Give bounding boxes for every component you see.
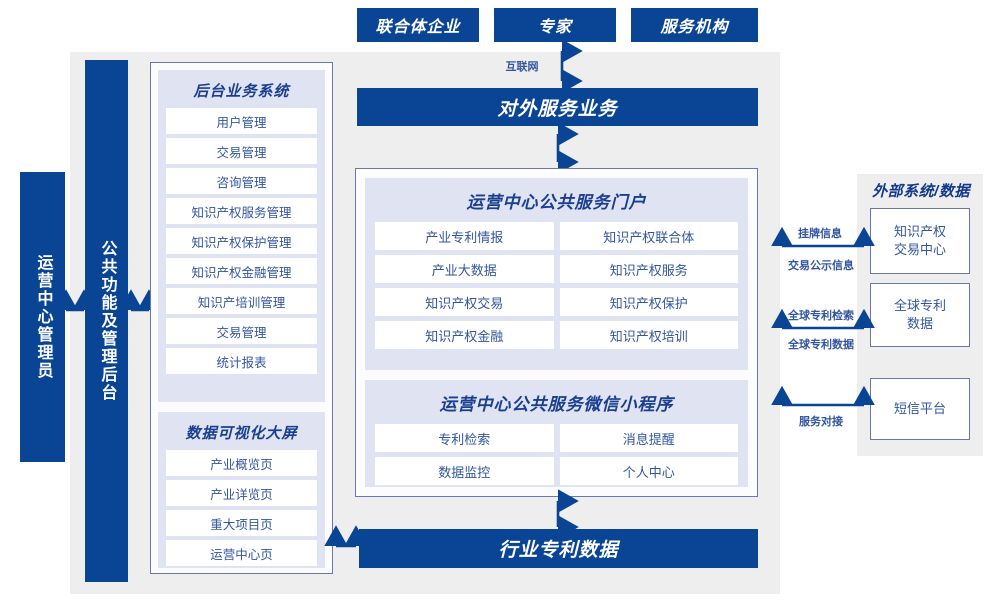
common-backend-label: 公共功能及管理后台 — [98, 240, 116, 402]
portal-to-industry-data-arrow — [556, 489, 579, 539]
backend-tile[interactable]: 交易管理 — [166, 138, 317, 164]
backend-tile[interactable]: 知识产权金融管理 — [166, 258, 317, 284]
modules-to-industry-data-arrow — [324, 525, 368, 548]
data-visualization-tiles: 产业概览页 产业详览页 重大项目页 运营中心页 — [166, 450, 317, 566]
role-operation-center-admin[interactable]: 运营中心管理员 — [20, 172, 65, 462]
connection-label-below-3: 服务对接 — [776, 413, 866, 429]
internet-label: 互联网 — [492, 58, 552, 74]
portal-wrapper: 运营中心公共服务门户 产业专利情报 知识产权联合体 产业大数据 知识产权服务 知… — [355, 168, 758, 497]
backend-tile[interactable]: 知识产权服务管理 — [166, 198, 317, 224]
portal-tile[interactable]: 知识产权金融 — [375, 321, 554, 349]
top-actor-box-3[interactable]: 服务机构 — [631, 8, 758, 42]
external-service-label: 对外服务业务 — [497, 98, 618, 120]
portal-tile[interactable]: 知识产权联合体 — [559, 222, 738, 250]
portal-tile[interactable]: 知识产权交易 — [375, 288, 554, 316]
external-system-box-3[interactable]: 短信平台 — [870, 378, 970, 440]
top-actor-label: 专家 — [537, 19, 572, 36]
industry-data-label: 行业专利数据 — [498, 540, 619, 561]
data-visualization-group: 数据可视化大屏 产业概览页 产业详览页 重大项目页 运营中心页 — [158, 412, 325, 568]
backend-tile[interactable]: 交易管理 — [166, 318, 317, 344]
external-line-2: 数据 — [906, 316, 933, 331]
role-label: 运营中心管理员 — [34, 254, 52, 380]
top-actor-box-2[interactable]: 专家 — [494, 8, 616, 42]
internet-arrow — [560, 39, 583, 93]
mini-program-group: 运营中心公共服务微信小程序 专利检索 消息提醒 数据监控 个人中心 — [365, 380, 748, 487]
portal-tile[interactable]: 知识产权服务 — [559, 255, 738, 283]
external-service-bar[interactable]: 对外服务业务 — [357, 88, 758, 126]
data-visualization-title: 数据可视化大屏 — [185, 425, 298, 442]
backend-tile[interactable]: 知识产权保护管理 — [166, 228, 317, 254]
external-system-box-2[interactable]: 全球专利 数据 — [870, 283, 970, 347]
dataviz-tile[interactable]: 运营中心页 — [166, 540, 317, 566]
top-actor-label: 联合体企业 — [375, 19, 461, 36]
backend-system-title: 后台业务系统 — [193, 83, 290, 100]
miniprogram-tile[interactable]: 个人中心 — [559, 457, 738, 485]
external-system-label: 短信平台 — [893, 401, 946, 417]
top-actor-label: 服务机构 — [660, 19, 729, 36]
mini-program-title: 运营中心公共服务微信小程序 — [439, 395, 674, 414]
external-system-box-1[interactable]: 知识产权 交易中心 — [870, 208, 970, 274]
portal-tiles: 产业专利情报 知识产权联合体 产业大数据 知识产权服务 知识产权交易 知识产权保… — [375, 222, 738, 349]
dataviz-tile[interactable]: 重大项目页 — [166, 510, 317, 536]
dataviz-tile[interactable]: 产业详览页 — [166, 480, 317, 506]
backend-tile[interactable]: 统计报表 — [166, 348, 317, 374]
portal-group: 运营中心公共服务门户 产业专利情报 知识产权联合体 产业大数据 知识产权服务 知… — [365, 178, 748, 370]
portal-title: 运营中心公共服务门户 — [466, 193, 647, 212]
external-line-1: 知识产权 — [893, 224, 946, 240]
miniprogram-tile[interactable]: 数据监控 — [375, 457, 554, 485]
backend-to-modules-arrow — [119, 289, 161, 312]
external-line-2: 交易中心 — [893, 242, 946, 257]
external-connection-arrow-2 — [771, 308, 875, 330]
connection-text: 服务对接 — [799, 416, 843, 428]
backend-tile[interactable]: 咨询管理 — [166, 168, 317, 194]
dataviz-tile[interactable]: 产业概览页 — [166, 450, 317, 476]
backend-system-group: 后台业务系统 用户管理 交易管理 咨询管理 知识产权服务管理 知识产权保护管理 … — [158, 70, 325, 402]
backend-tile[interactable]: 用户管理 — [166, 108, 317, 134]
external-system-label: 知识产权 交易中心 — [894, 223, 946, 258]
connection-text: 全球专利数据 — [788, 339, 854, 351]
left-modules-wrapper: 后台业务系统 用户管理 交易管理 咨询管理 知识产权服务管理 知识产权保护管理 … — [150, 62, 333, 574]
connection-text: 交易公示信息 — [788, 260, 854, 272]
external-line-1: 全球专利 — [893, 298, 946, 314]
backend-tile[interactable]: 知识产培训管理 — [166, 288, 317, 314]
external-systems-title: 外部系统/数据 — [855, 180, 987, 201]
common-function-backend-bar[interactable]: 公共功能及管理后台 — [85, 60, 128, 582]
portal-tile[interactable]: 知识产权保护 — [559, 288, 738, 316]
miniprogram-tile[interactable]: 消息提醒 — [559, 424, 738, 452]
top-actor-box-1[interactable]: 联合体企业 — [357, 8, 479, 42]
external-system-label: 全球专利 数据 — [894, 297, 946, 332]
portal-tile[interactable]: 知识产权培训 — [559, 321, 738, 349]
service-to-portal-arrow — [556, 122, 579, 174]
external-connection-arrow-3 — [771, 385, 875, 407]
backend-system-tiles: 用户管理 交易管理 咨询管理 知识产权服务管理 知识产权保护管理 知识产权金融管… — [166, 108, 317, 374]
internet-text: 互联网 — [505, 61, 539, 73]
connection-label-below-2: 全球专利数据 — [776, 336, 866, 352]
miniprogram-tile[interactable]: 专利检索 — [375, 424, 554, 452]
connection-label-below-1: 交易公示信息 — [776, 257, 866, 273]
admin-to-backend-arrow — [54, 289, 96, 312]
mini-program-tiles: 专利检索 消息提醒 数据监控 个人中心 — [375, 424, 738, 485]
portal-tile[interactable]: 产业大数据 — [375, 255, 554, 283]
external-title-text: 外部系统/数据 — [872, 183, 970, 200]
portal-tile[interactable]: 产业专利情报 — [375, 222, 554, 250]
external-connection-arrow-1 — [771, 226, 875, 248]
industry-patent-data-bar[interactable]: 行业专利数据 — [359, 529, 758, 568]
